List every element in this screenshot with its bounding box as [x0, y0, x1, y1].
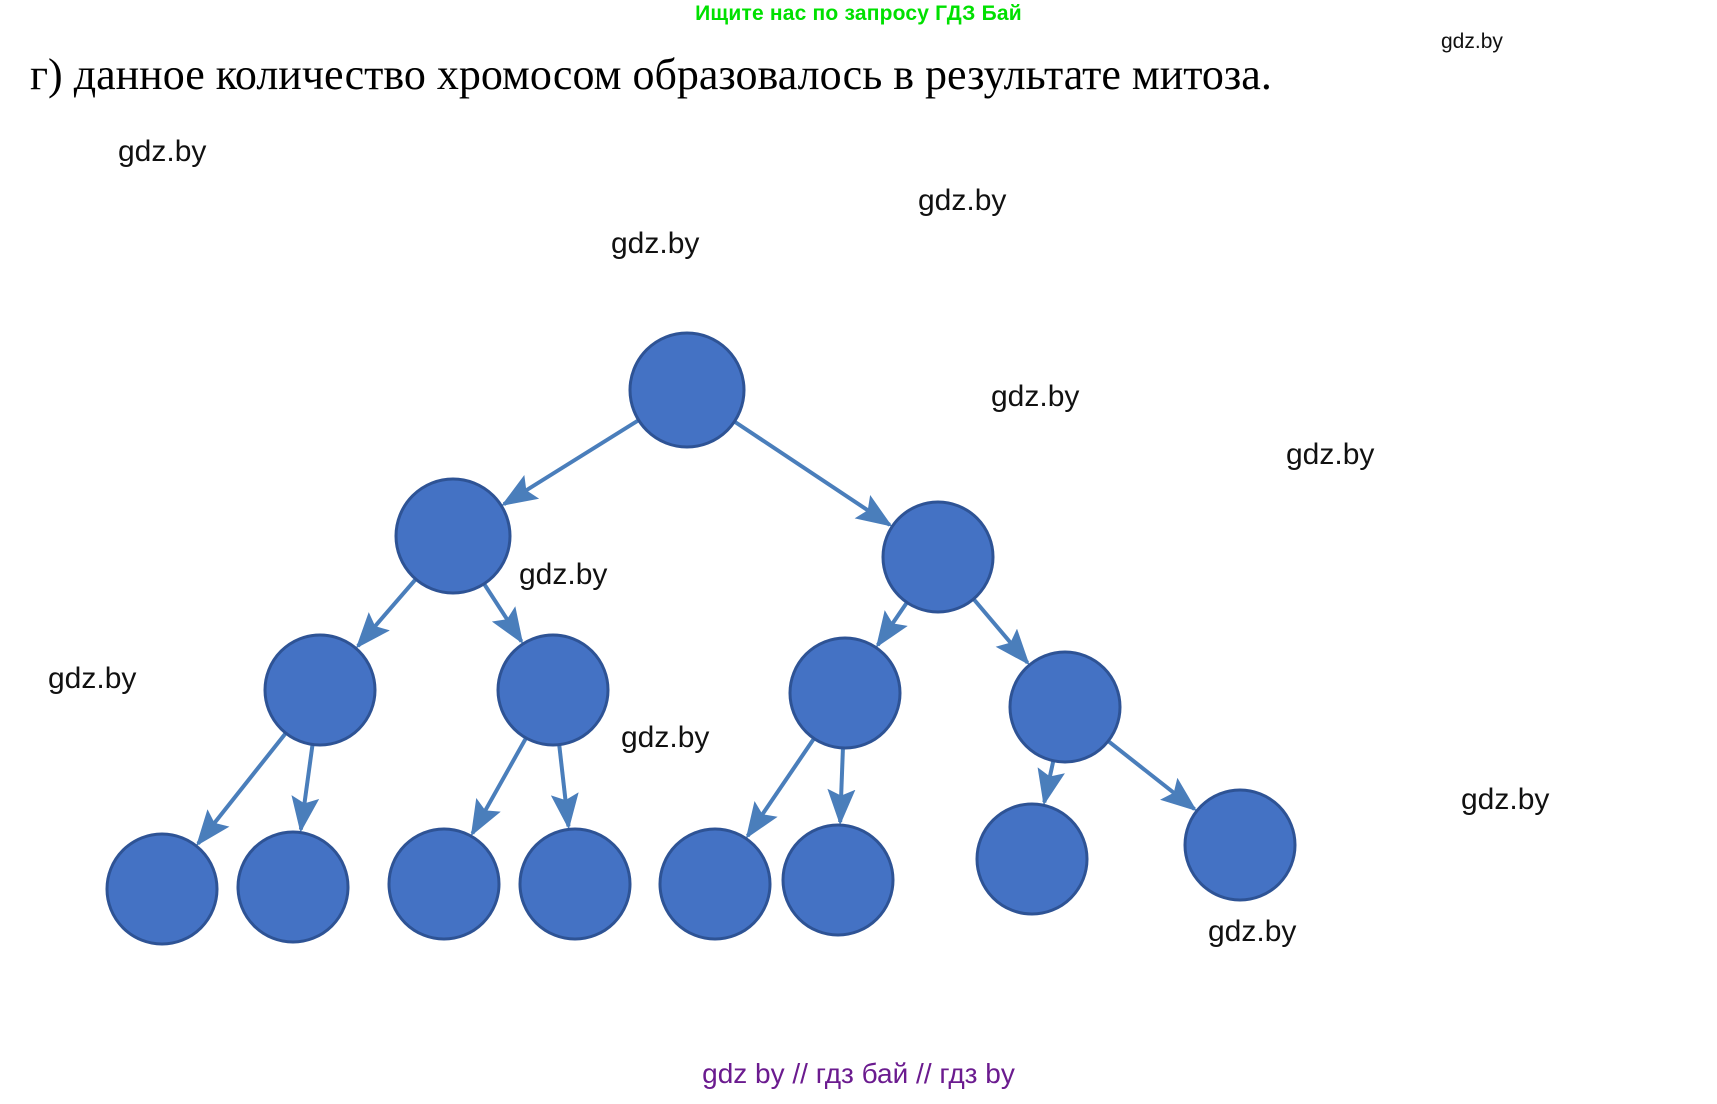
watermark-label: gdz.by — [611, 227, 700, 260]
cell-node — [263, 633, 377, 747]
watermark-label: gdz.by — [519, 558, 608, 591]
division-arrow — [291, 745, 320, 833]
watermark-label: gdz.by — [1286, 438, 1375, 471]
footer-links-text: gdz by // гдз бай // гдз by — [702, 1058, 1015, 1089]
division-arrow — [875, 602, 909, 648]
cell-node — [881, 500, 995, 614]
cell-node — [105, 832, 219, 946]
cell-node — [394, 477, 512, 595]
edge-layer — [196, 419, 1197, 847]
division-arrow — [1037, 761, 1065, 806]
cell-node — [1008, 650, 1122, 764]
division-arrow — [355, 578, 417, 649]
watermark-label: gdz.by — [1461, 783, 1550, 816]
division-arrow — [734, 420, 893, 527]
watermark-label: gdz.by — [991, 380, 1080, 413]
division-arrow — [745, 738, 816, 839]
cell-node — [236, 830, 350, 944]
division-arrow — [501, 419, 639, 506]
cell-node — [496, 633, 610, 747]
promo-banner-text: Ищите нас по запросу ГДЗ Бай — [695, 2, 1022, 25]
cell-node — [1183, 788, 1297, 902]
cell-node — [781, 823, 895, 937]
node-layer — [105, 331, 1297, 946]
watermark-label: gdz.by — [118, 135, 207, 168]
watermark-label: gdz.by — [1441, 30, 1503, 53]
division-arrow — [1107, 740, 1197, 812]
division-arrow — [972, 598, 1030, 666]
cell-node — [788, 636, 902, 750]
division-arrow — [470, 737, 528, 837]
question-text: г) данное количество хромосом образовало… — [30, 50, 1272, 99]
division-arrow — [827, 748, 856, 826]
watermark-label: gdz.by — [918, 184, 1007, 217]
cell-node — [387, 827, 501, 941]
watermark-label: gdz.by — [48, 662, 137, 695]
watermark-label: gdz.by — [1208, 915, 1297, 948]
watermark-label: gdz.by — [621, 721, 710, 754]
division-arrow — [550, 745, 579, 830]
cell-node — [975, 802, 1089, 916]
cell-node — [518, 827, 632, 941]
cell-node — [658, 827, 772, 941]
division-arrow — [196, 732, 287, 847]
cell-node — [628, 331, 746, 449]
division-arrow — [482, 583, 524, 645]
